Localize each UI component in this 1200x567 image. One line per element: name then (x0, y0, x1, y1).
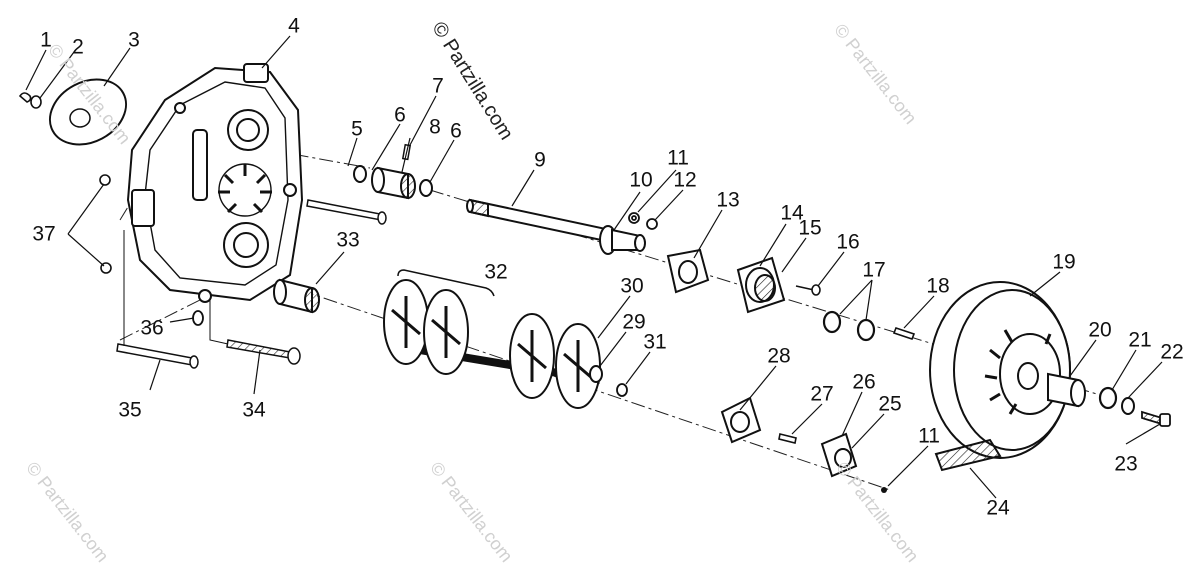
callout-16: 16 (836, 230, 860, 254)
part-14-bearing-housing (736, 256, 786, 314)
callout-18: 18 (926, 274, 950, 298)
callout-1: 1 (40, 28, 52, 52)
part-32-bracket (397, 269, 495, 297)
callout-36: 36 (140, 316, 164, 340)
part-8-bearing (371, 166, 416, 200)
callout-35: 35 (118, 398, 142, 422)
part-4-gearcase (126, 63, 304, 303)
callout-24: 24 (986, 496, 1010, 520)
callout-8: 8 (429, 115, 441, 139)
part-26-bearing-cap (820, 432, 858, 478)
part-22-washer (1121, 397, 1135, 415)
callout-10: 10 (629, 168, 653, 192)
part-29-nut (589, 365, 603, 383)
callout-30: 30 (620, 274, 644, 298)
callout-2: 2 (72, 35, 84, 59)
callout-23: 23 (1114, 452, 1138, 476)
part-3-cover-disc (48, 78, 128, 146)
part-17-washer-a (822, 310, 842, 334)
callout-29: 29 (622, 310, 646, 334)
part-37-nuts (99, 174, 112, 274)
part-21-washer (1098, 386, 1118, 410)
part-13-gasket (666, 248, 710, 294)
callout-3: 3 (128, 28, 140, 52)
part-5-bolt (306, 199, 387, 225)
part-6-oring-left (353, 165, 367, 183)
part-35-bolt (116, 343, 199, 369)
callout-31: 31 (643, 330, 667, 354)
callout-26: 26 (852, 370, 876, 394)
callout-13: 13 (716, 188, 740, 212)
callout-15: 15 (798, 216, 822, 240)
leader-lines (25, 35, 1163, 499)
callout-5: 5 (351, 117, 363, 141)
part-1-clip (18, 92, 32, 103)
part-16-screw (795, 284, 821, 296)
callout-9: 9 (534, 148, 546, 172)
callout-6b: 6 (450, 119, 462, 143)
part-28-gasket (720, 396, 762, 444)
part-23-bolt (1141, 410, 1171, 427)
part-11-dot (881, 487, 887, 493)
part-32-drive-sprockets (383, 279, 601, 409)
part-17-washer-b (856, 318, 876, 342)
callout-11b: 11 (918, 424, 940, 448)
assembly-guides (123, 230, 229, 346)
callout-34: 34 (242, 398, 266, 422)
callout-12: 12 (673, 168, 697, 192)
callout-7: 7 (432, 74, 444, 98)
callout-17: 17 (862, 258, 886, 282)
callout-28: 28 (767, 344, 791, 368)
part-11-nut (628, 212, 640, 224)
part-12-washer (646, 218, 658, 230)
callout-14: 14 (780, 201, 804, 225)
callout-20: 20 (1088, 318, 1112, 342)
callout-25: 25 (878, 392, 902, 416)
part-34-bolt (226, 339, 301, 365)
callout-6a: 6 (394, 103, 406, 127)
callout-32: 32 (484, 260, 508, 284)
part-24-brake-pad (934, 438, 1002, 472)
part-20-spacer (1047, 372, 1086, 408)
callout-21: 21 (1128, 328, 1152, 352)
callout-22: 22 (1160, 340, 1184, 364)
part-33-bearing (273, 278, 320, 314)
part-9-shaft (466, 198, 621, 246)
callout-11a: 11 (667, 146, 689, 170)
part-18-key (892, 327, 916, 340)
part-27-pin (778, 433, 797, 444)
part-19-brake-disc (929, 281, 1071, 459)
callout-27: 27 (810, 382, 834, 406)
exploded-parts-diagram (18, 35, 1171, 499)
part-36-washer (192, 310, 204, 326)
part-6-oring-right (419, 179, 433, 197)
part-10-sprocket-hub (599, 225, 646, 255)
callout-33: 33 (336, 228, 360, 252)
callout-19: 19 (1052, 250, 1076, 274)
part-2-washer (30, 95, 42, 109)
callout-37: 37 (32, 222, 56, 246)
callout-4: 4 (288, 14, 300, 38)
part-31-screw (616, 383, 628, 397)
